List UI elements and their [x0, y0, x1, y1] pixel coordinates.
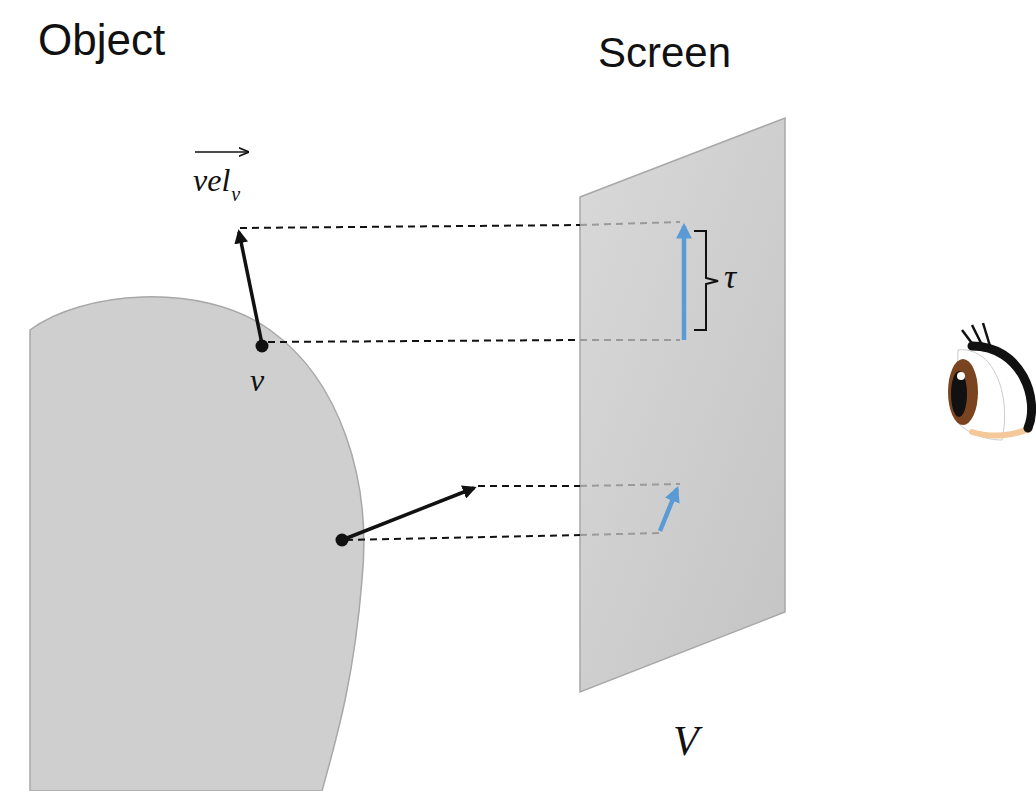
- brace: [694, 231, 718, 330]
- surface-point: [256, 340, 269, 353]
- eye-icon: [948, 323, 1032, 440]
- velocity-vector: [239, 232, 262, 344]
- projected-vector: [682, 226, 687, 340]
- object-label: Object: [38, 18, 165, 62]
- screen-plane: [580, 118, 785, 692]
- screen-label: Screen: [598, 32, 731, 74]
- screen-symbol: V: [673, 720, 699, 762]
- object-shape: [30, 297, 364, 791]
- length-symbol: τ: [724, 260, 736, 294]
- velocity-vector: [342, 488, 474, 540]
- vector-overarrow: [195, 151, 248, 153]
- velocity-symbol: vel: [193, 164, 230, 196]
- point-symbol: v: [250, 364, 264, 396]
- projected-vector: [660, 489, 677, 531]
- velocity-subscript: v: [231, 184, 240, 204]
- projection-lines: [240, 222, 680, 540]
- surface-point: [336, 534, 349, 547]
